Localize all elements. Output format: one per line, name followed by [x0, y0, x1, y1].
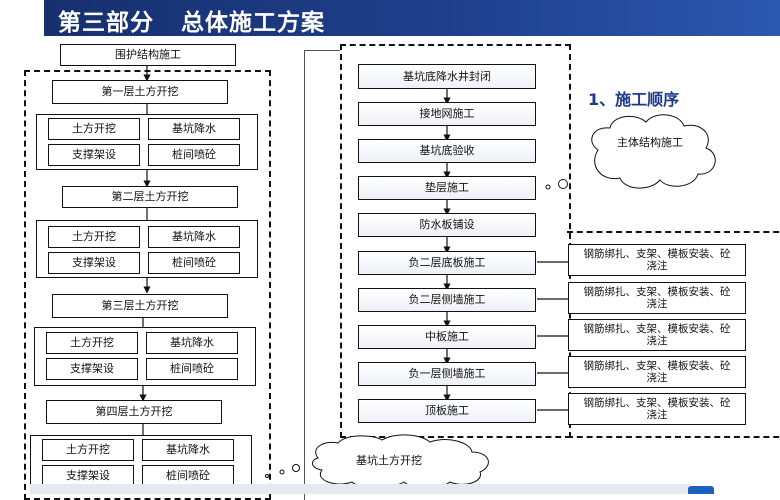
step-dewatering-well-seal: 基坑底降水井封闭: [358, 64, 536, 89]
cloud-shape-main: [591, 114, 716, 189]
cloud-main-structure-label: 主体结构施工: [617, 136, 683, 149]
layer-3-task-bracing: 支撑架设: [46, 358, 138, 380]
step-roof-slab: 顶板施工: [358, 399, 536, 423]
layer-1-task-excavation: 土方开挖: [48, 118, 140, 140]
center-dashed-group: [340, 44, 571, 438]
layer-1-task-dewatering: 基坑降水: [148, 118, 240, 140]
step-grounding-grid: 接地网施工: [358, 102, 536, 126]
layer-1-task-shotcrete: 桩间喷砼: [148, 144, 240, 166]
section-heading: 1、施工顺序: [588, 90, 680, 109]
step-pit-bottom-acceptance: 基坑底验收: [358, 139, 536, 163]
detail-b2-side-wall: 钢筋绑扎、支架、模板安装、砼浇注: [568, 282, 746, 314]
right-dashed-group: [567, 231, 780, 438]
cloud-pit-excavation-label: 基坑土方开挖: [356, 454, 422, 467]
step-waterproof-sheet: 防水板铺设: [358, 213, 536, 237]
layer-3-task-excavation: 土方开挖: [46, 332, 138, 354]
layer-1-task-group: [36, 114, 258, 170]
step-b1-side-wall: 负一层侧墙施工: [358, 362, 536, 386]
step-cushion-layer: 垫层施工: [358, 176, 536, 200]
layer-4-task-excavation: 土方开挖: [42, 439, 134, 461]
layer-1-title: 第一层土方开挖: [52, 80, 228, 104]
step-middle-slab: 中板施工: [358, 325, 536, 349]
step-b2-bottom-slab: 负二层底板施工: [358, 251, 536, 275]
layer-1-task-bracing: 支撑架设: [48, 144, 140, 166]
layer-2-task-excavation: 土方开挖: [48, 226, 140, 248]
layer-4-task-dewatering: 基坑降水: [142, 439, 234, 461]
retaining-structure-step: 围护结构施工: [60, 44, 236, 66]
layer-2-task-shotcrete: 桩间喷砼: [148, 252, 240, 274]
footer-strip: [30, 484, 690, 494]
header-bar: [44, 0, 780, 36]
center-solid-group: [304, 50, 340, 500]
layer-4-task-shotcrete: 桩间喷砼: [142, 465, 234, 487]
layer-2-task-dewatering: 基坑降水: [148, 226, 240, 248]
layer-2-task-group: [36, 220, 258, 278]
detail-middle-slab: 钢筋绑扎、支架、模板安装、砼浇注: [568, 319, 746, 351]
step-b2-side-wall: 负二层侧墙施工: [358, 288, 536, 312]
layer-2-task-bracing: 支撑架设: [48, 252, 140, 274]
layer-3-task-group: [34, 327, 256, 386]
layer-3-task-dewatering: 基坑降水: [146, 332, 238, 354]
cloud-shape-pit: [312, 434, 489, 489]
layer-3-task-shotcrete: 桩间喷砼: [146, 358, 238, 380]
layer-3-title: 第三层土方开挖: [52, 294, 228, 318]
detail-b1-side-wall: 钢筋绑扎、支架、模板安装、砼浇注: [568, 356, 746, 388]
page-title: 第三部分 总体施工方案: [58, 10, 326, 36]
corner-logo: [688, 486, 714, 494]
detail-b2-bottom-slab: 钢筋绑扎、支架、模板安装、砼浇注: [568, 244, 746, 276]
layer-4-title: 第四层土方开挖: [46, 400, 222, 424]
detail-roof-slab: 钢筋绑扎、支架、模板安装、砼浇注: [568, 393, 746, 425]
layer-2-title: 第二层土方开挖: [62, 186, 238, 208]
